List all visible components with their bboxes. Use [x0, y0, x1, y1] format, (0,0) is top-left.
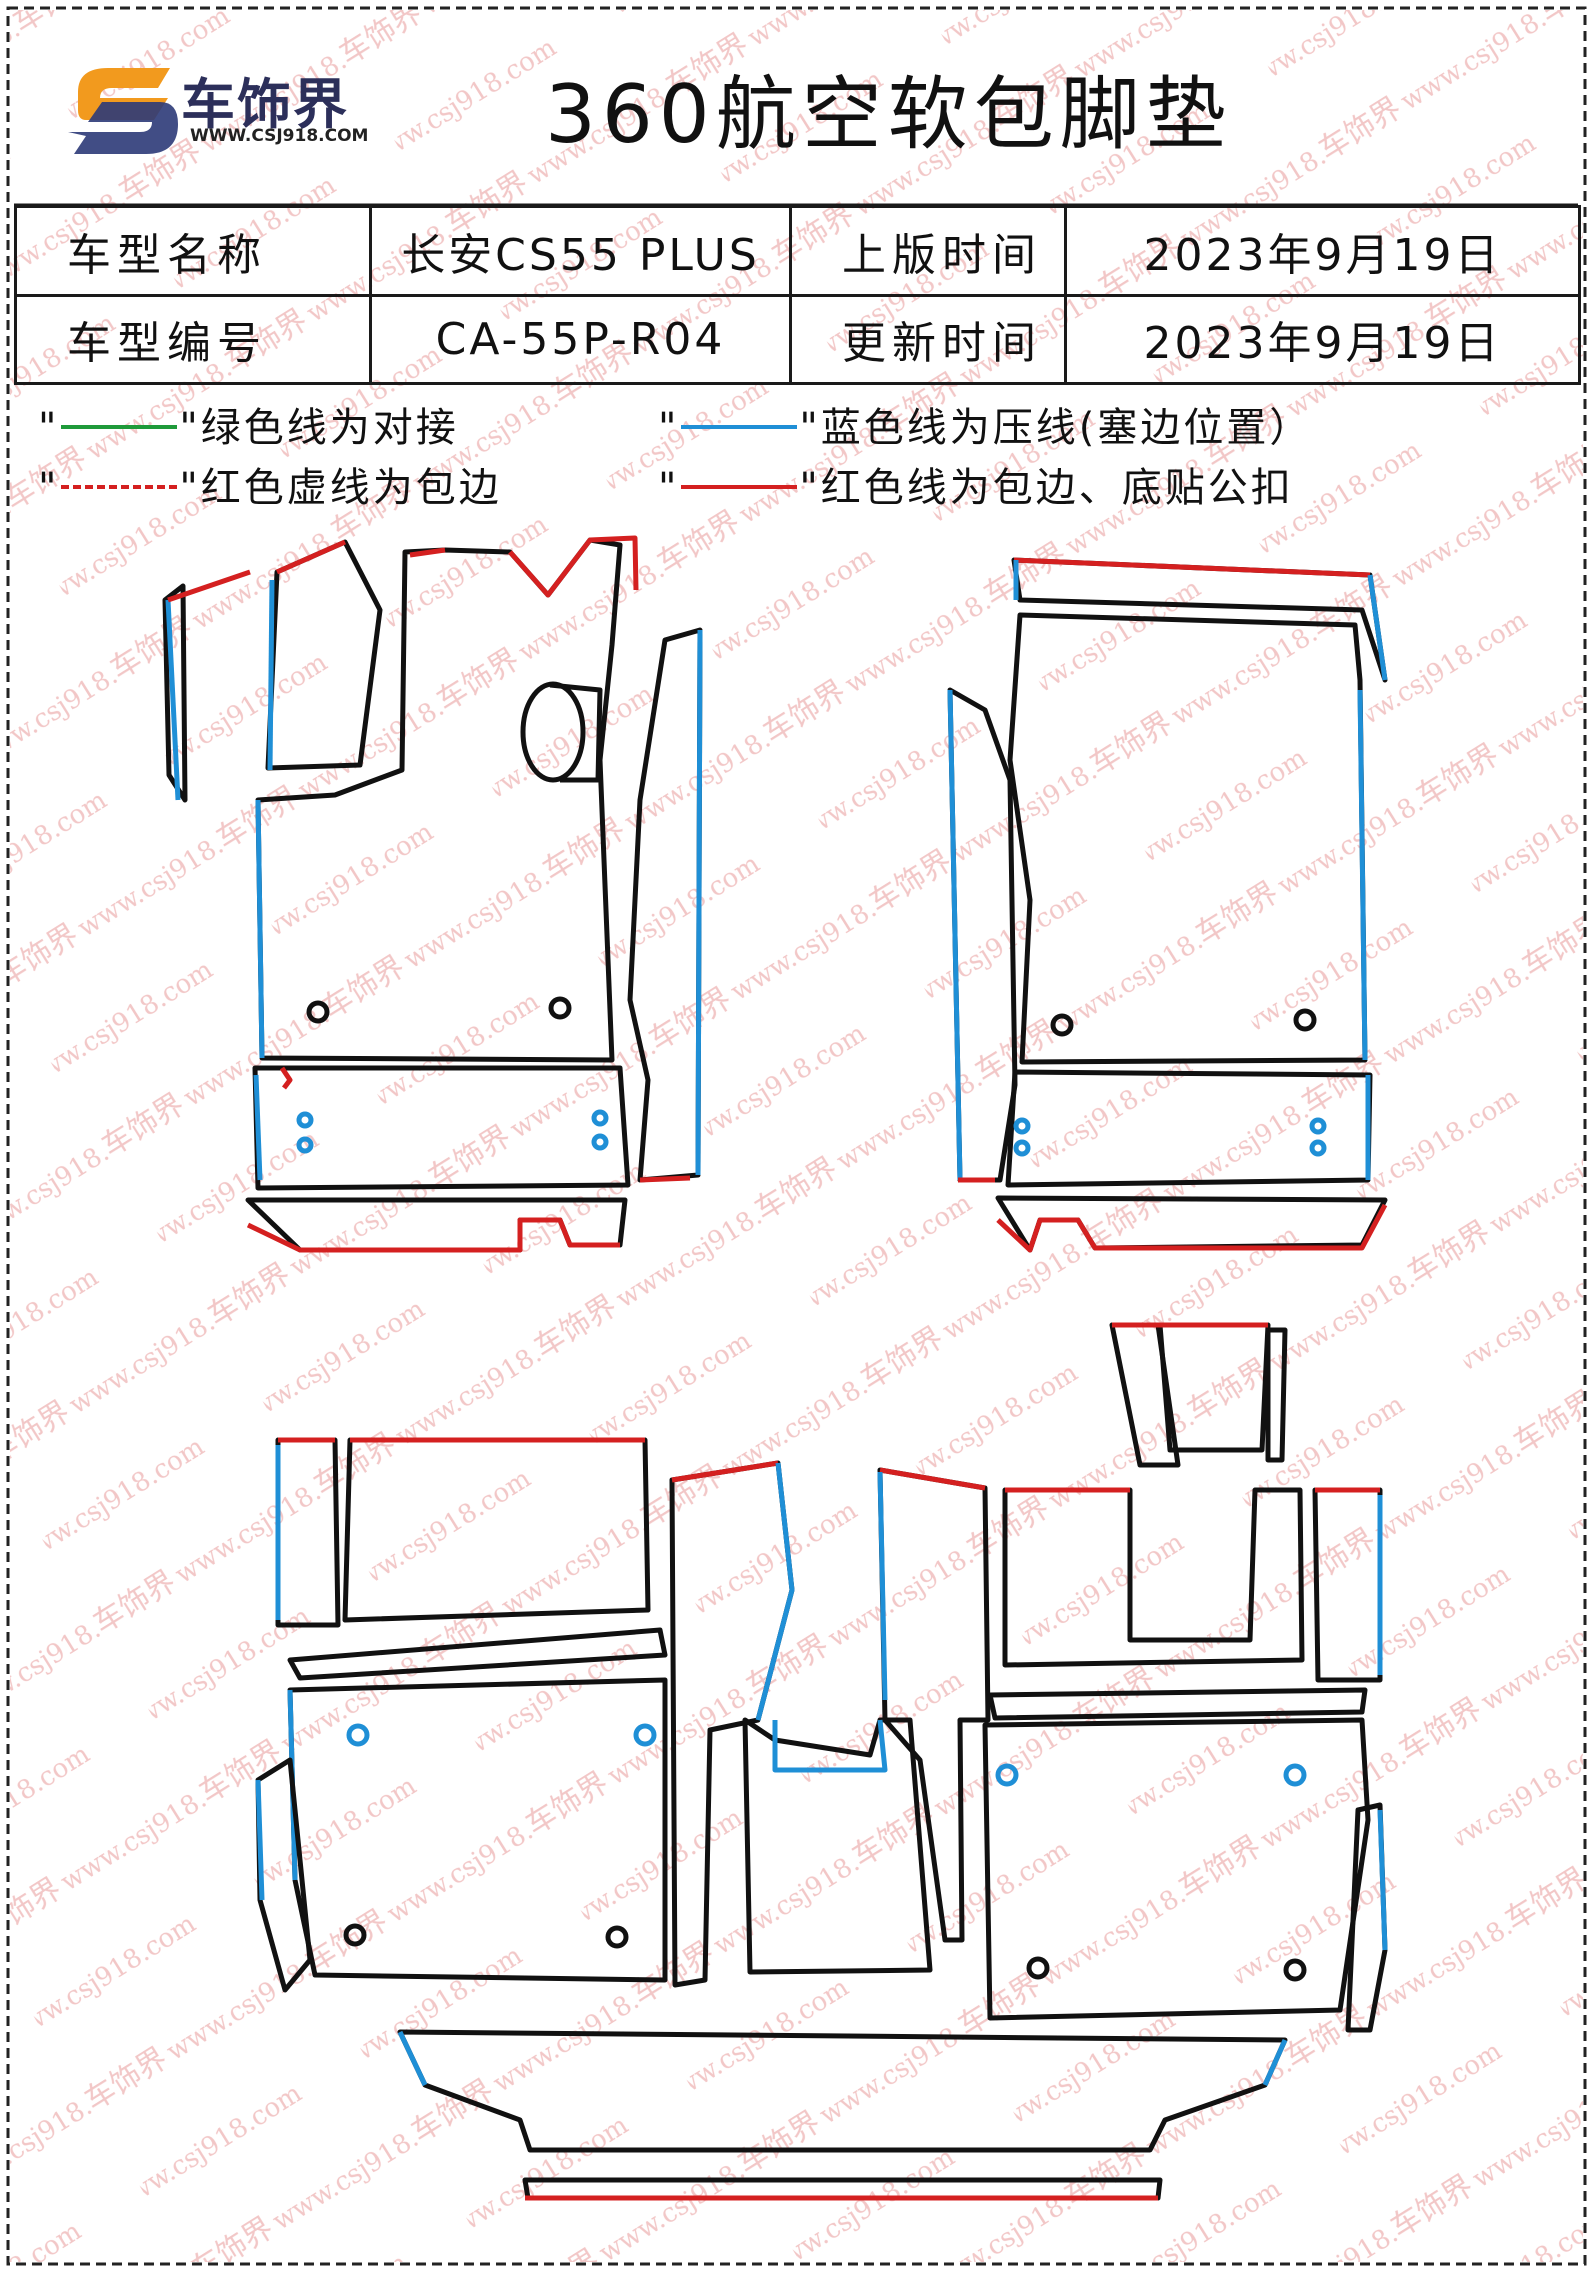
legend-quote: "	[658, 465, 680, 511]
fr-main-body	[1007, 612, 1368, 1065]
red-solid-line-swatch	[681, 485, 798, 489]
model-code-label: 车型编号	[14, 293, 372, 385]
rr-upper-block	[1002, 1487, 1305, 1668]
legend-quote: "	[38, 405, 60, 451]
rc-tunnel-center	[742, 1717, 933, 1975]
legend-red-solid: " "红色线为包边、底贴公扣	[658, 455, 1294, 513]
update-time-value: 2023年9月19日	[1064, 293, 1581, 385]
update-time-label: 更新时间	[789, 293, 1067, 385]
brand-logo: 车饰界 WWW.CSJ918.COM	[66, 56, 406, 156]
vehicle-info-table: 车型名称 长安CS55 PLUS 上版时间 2023年9月19日 车型编号 CA…	[14, 205, 1581, 385]
info-row-code: 车型编号 CA-55P-R04 更新时间 2023年9月19日	[14, 293, 1581, 385]
info-row-name: 车型名称 长安CS55 PLUS 上版时间 2023年9月19日	[14, 205, 1581, 297]
logo-name: 车饰界	[181, 73, 349, 136]
model-name-value: 长安CS55 PLUS	[369, 205, 792, 297]
legend-quote: "	[658, 405, 680, 451]
legend-blue: " "蓝色线为压线(塞边位置）	[658, 395, 1312, 453]
publish-time-value: 2023年9月19日	[1064, 205, 1581, 297]
front-left-mat	[162, 535, 703, 1253]
legend-green-text: "绿色线为对接	[179, 405, 459, 451]
document-title: 360航空软包脚垫	[545, 68, 1232, 161]
legend-red-solid-text: "红色线为包边、底贴公扣	[799, 465, 1294, 511]
legend-green: " "绿色线为对接	[38, 395, 459, 453]
publish-time-label: 上版时间	[789, 205, 1067, 297]
legend-red-dashed-text: "红色虚线为包边	[179, 465, 502, 511]
model-code-value: CA-55P-R04	[369, 293, 792, 385]
legend-quote: "	[38, 465, 60, 511]
rc-tunnel-right	[877, 1467, 991, 1943]
legend-red-dashed: " "红色虚线为包边	[38, 455, 502, 513]
legend-blue-text: "蓝色线为压线(塞边位置）	[799, 405, 1313, 451]
front-right-mat	[947, 557, 1388, 1253]
blue-line-swatch	[681, 425, 798, 429]
model-name-label: 车型名称	[14, 205, 372, 297]
fl-side-strip	[162, 583, 188, 803]
red-dashed-line-swatch	[61, 485, 178, 489]
logo-icon	[68, 68, 178, 154]
watermark-pattern	[10, 10, 1583, 2262]
rear-mats	[255, 1322, 1388, 2201]
green-line-swatch	[61, 425, 178, 429]
stamp-border	[6, 6, 1587, 2266]
logo-url: WWW.CSJ918.COM	[190, 126, 369, 146]
